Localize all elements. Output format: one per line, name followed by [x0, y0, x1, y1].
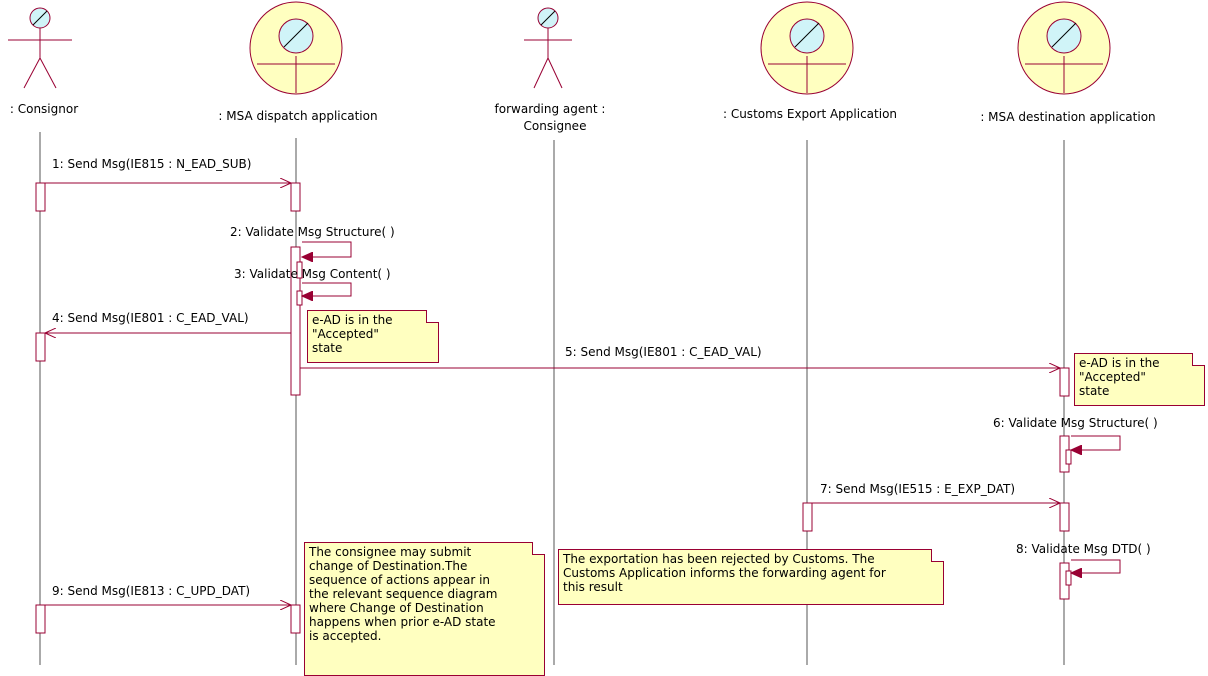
note-line: "Accepted": [1079, 370, 1146, 384]
activation-destination-2b: [1065, 449, 1072, 465]
activation-consignor-1: [35, 182, 46, 212]
note-line: The consignee may submit: [309, 545, 472, 559]
activation-dispatch-1: [290, 182, 301, 212]
message-8-arrow: [1071, 559, 1121, 573]
boundary-dispatch-icon: [249, 1, 343, 95]
activation-customs-1: [802, 502, 813, 532]
message-6-label: 6: Validate Msg Structure( ): [993, 416, 1158, 430]
note-line: change of Destination.The: [309, 559, 468, 573]
message-9-label: 9: Send Msg(IE813 : C_UPD_DAT): [52, 584, 250, 598]
boundary-destination-icon: [1017, 1, 1111, 95]
activation-destination-1: [1059, 367, 1070, 397]
participant-label-destination: : MSA destination application: [980, 110, 1155, 124]
note-change-of-destination: The consignee may submit change of Desti…: [304, 542, 545, 676]
note-line: state: [312, 341, 343, 355]
message-3-label: 3: Validate Msg Content( ): [234, 267, 391, 281]
boundary-customs-export-icon: [760, 1, 854, 95]
message-8-label: 8: Validate Msg DTD( ): [1016, 542, 1151, 556]
note-line: sequence of actions appear in: [309, 573, 491, 587]
note-line: e-AD is in the: [312, 313, 393, 327]
message-5-label: 5: Send Msg(IE801 : C_EAD_VAL): [565, 345, 762, 359]
participant-label-customs-export: : Customs Export Application: [723, 107, 897, 121]
activation-destination-3: [1059, 502, 1070, 532]
note-line: The exportation has been rejected by Cus…: [563, 552, 875, 566]
activation-consignor-2: [35, 332, 46, 362]
note-line: this result: [563, 580, 623, 594]
note-accepted-destination: e-AD is in the "Accepted" state: [1074, 353, 1205, 406]
note-line: happens when prior e-AD state: [309, 615, 496, 629]
note-line: where Change of Destination: [309, 601, 484, 615]
note-line: the relevant sequence diagram: [309, 587, 498, 601]
activation-dispatch-2b: [296, 261, 303, 279]
message-6-arrow: [1071, 435, 1121, 450]
message-1-label: 1: Send Msg(IE815 : N_EAD_SUB): [52, 157, 251, 171]
note-line: "Accepted": [312, 327, 379, 341]
note-line: e-AD is in the: [1079, 356, 1160, 370]
participant-label-forwarding-agent: forwarding agent :: [495, 102, 606, 116]
message-3-arrow: [302, 282, 352, 296]
activation-consignor-3: [35, 604, 46, 634]
participant-label-dispatch: : MSA dispatch application: [218, 109, 377, 123]
actor-forwarding-agent-icon: [524, 7, 572, 89]
message-2-arrow: [302, 241, 352, 257]
message-2-label: 2: Validate Msg Structure( ): [230, 225, 395, 239]
activation-destination-4b: [1065, 570, 1072, 586]
note-line: state: [1079, 384, 1110, 398]
activation-dispatch-2c: [296, 290, 303, 306]
message-4-label: 4: Send Msg(IE801 : C_EAD_VAL): [52, 311, 249, 325]
participant-label-consignor: : Consignor: [10, 102, 78, 116]
note-accepted-dispatch: e-AD is in the "Accepted" state: [307, 310, 439, 363]
activation-dispatch-3: [290, 604, 301, 634]
note-line: is accepted.: [309, 629, 382, 643]
message-7-label: 7: Send Msg(IE515 : E_EXP_DAT): [820, 482, 1015, 496]
note-line: Customs Application informs the forwardi…: [563, 566, 886, 580]
activation-dispatch-2: [290, 246, 301, 396]
note-exportation-rejected: The exportation has been rejected by Cus…: [558, 549, 944, 605]
actor-consignor-icon: [8, 7, 72, 89]
participant-label-forwarding-agent-line2: Consignee: [524, 119, 587, 133]
